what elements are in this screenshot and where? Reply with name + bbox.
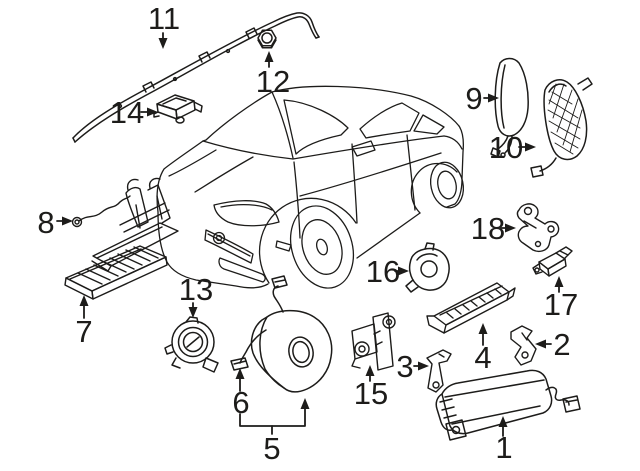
- callout-10-label: 10: [489, 130, 523, 165]
- callout-9-arrowhead: [488, 93, 499, 103]
- callout-13-arrowhead: [188, 307, 198, 318]
- rear-wheel: [429, 161, 465, 209]
- callout-16-arrowhead: [398, 266, 409, 276]
- callout-1-arrowhead: [498, 416, 508, 427]
- callout-11-label: 11: [148, 1, 180, 36]
- callout-5-label: 5: [263, 431, 280, 466]
- callout-4-label: 4: [474, 340, 491, 375]
- grille: [204, 229, 254, 264]
- part-driver-airbag-module: [230, 275, 333, 393]
- callout-4-arrowhead: [478, 323, 488, 334]
- callout-15-arrowhead: [365, 365, 375, 376]
- part-mounting-nut: [257, 29, 277, 49]
- callout-18-arrowhead: [505, 223, 516, 233]
- callout-7-arrowhead: [79, 295, 89, 306]
- part-impact-sensor-16: [405, 242, 450, 293]
- callout-12-label: 12: [256, 64, 290, 99]
- callout-2-arrowhead: [535, 339, 546, 349]
- callout-14-arrowhead: [147, 107, 158, 117]
- callout-9-label: 9: [465, 81, 482, 116]
- callout-5-arrowhead: [300, 398, 310, 409]
- vehicle-outline-drawing: [156, 85, 465, 289]
- part-harness-bracket-assembly: [71, 177, 179, 272]
- front-wheel: [290, 205, 354, 289]
- mirror: [351, 140, 376, 157]
- part-passenger-airbag-module: [435, 369, 581, 441]
- part-bracket-3: [426, 349, 452, 393]
- callout-16-label: 16: [366, 254, 400, 289]
- part-curtain-airbag-rail: [72, 12, 320, 143]
- callout-6-arrowhead: [235, 368, 245, 379]
- part-knee-airbag-tray: [426, 282, 516, 334]
- callout-8-arrowhead: [62, 216, 73, 226]
- callout-1-label: 1: [495, 430, 512, 465]
- callout-10-arrowhead: [525, 142, 536, 152]
- callout-12-arrowhead: [264, 51, 274, 62]
- callout-2-label: 2: [553, 327, 570, 362]
- headlight: [213, 200, 280, 227]
- callout-3-arrowhead: [418, 361, 429, 371]
- callout-3-label: 3: [396, 349, 413, 384]
- callout-18-label: 18: [471, 211, 505, 246]
- callout-17-label: 17: [544, 287, 578, 322]
- part-bracket-2: [510, 325, 537, 366]
- callout-11-arrowhead: [158, 38, 168, 49]
- part-seat-airbag-10: [530, 77, 593, 178]
- callout-marks: 11 12 14 9 10 8 7 13 6 5 15 16 3 4 2 1 1…: [37, 1, 578, 466]
- diagram-line-art: [56, 12, 593, 441]
- part-seat-airbag-9: [490, 57, 529, 158]
- part-knee-airbag-panel: [64, 245, 168, 300]
- part-impact-sensor-17: [532, 246, 573, 277]
- callout-17-arrowhead: [554, 276, 564, 287]
- part-srs-control-module: [153, 94, 203, 124]
- callout-8-label: 8: [37, 205, 54, 240]
- callout-14-label: 14: [110, 95, 144, 130]
- part-bracket-18: [516, 203, 560, 253]
- callout-6-label: 6: [232, 385, 249, 420]
- part-clock-spring: [164, 316, 219, 373]
- callout-13-label: 13: [179, 272, 213, 307]
- callout-15-label: 15: [354, 376, 388, 411]
- part-impact-sensor-15: [351, 312, 396, 371]
- callout-7-label: 7: [75, 314, 92, 349]
